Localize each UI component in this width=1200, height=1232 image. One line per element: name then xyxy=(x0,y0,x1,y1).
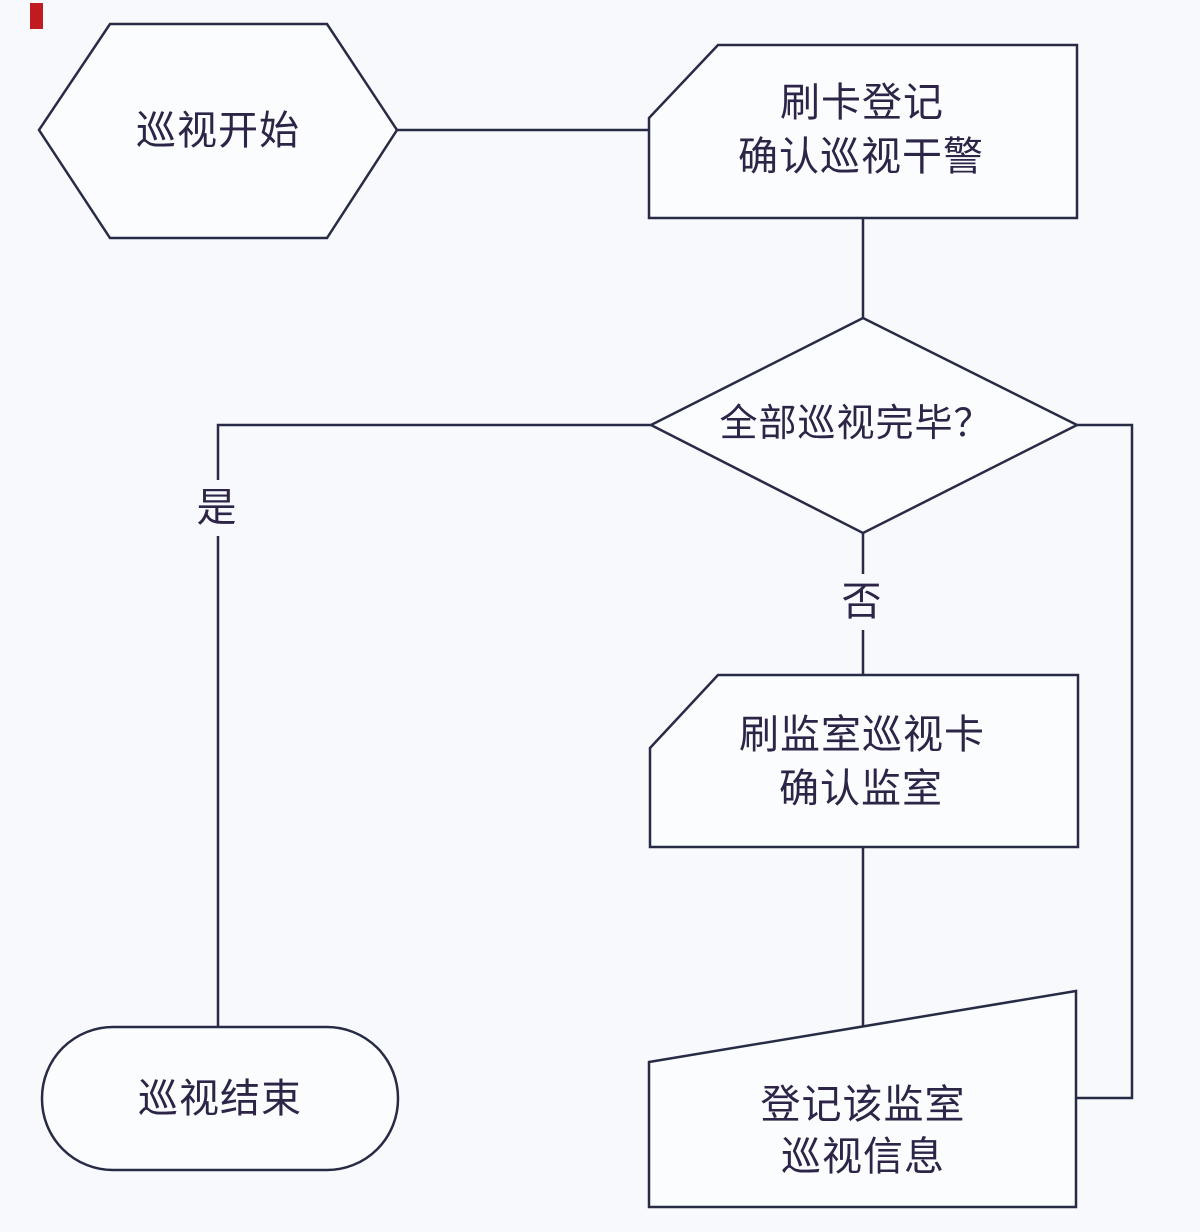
register-node-label-line2: 确认巡视干警 xyxy=(738,134,984,179)
start-node-label: 巡视开始 xyxy=(136,108,300,153)
register-node-shape xyxy=(647,43,1079,220)
log-info-node-label-line2: 巡视信息 xyxy=(781,1134,945,1179)
swipe-cell-node-shape xyxy=(648,673,1080,849)
log-info-node-shape xyxy=(647,989,1078,1209)
edge-decision-yes-to-end xyxy=(216,423,651,1027)
edge-log-loop-to-decision xyxy=(1077,423,1134,1100)
start-node-shape xyxy=(37,22,399,240)
red-mark xyxy=(30,3,43,29)
end-node-shape xyxy=(40,1025,400,1172)
no-branch-label: 否 xyxy=(839,574,885,630)
yes-branch-label: 是 xyxy=(194,480,240,536)
log-info-node-label-line1: 登记该监室 xyxy=(760,1082,966,1127)
swipe-cell-node-label-line2: 确认监室 xyxy=(779,766,943,811)
decision-node-shape xyxy=(648,316,1080,535)
end-node-label: 巡视结束 xyxy=(138,1076,302,1121)
decision-node-label: 全部巡视完毕？ xyxy=(719,403,993,445)
swipe-cell-node-label-line1: 刷监室巡视卡 xyxy=(739,712,985,757)
register-node-label-line1: 刷卡登记 xyxy=(780,80,944,125)
